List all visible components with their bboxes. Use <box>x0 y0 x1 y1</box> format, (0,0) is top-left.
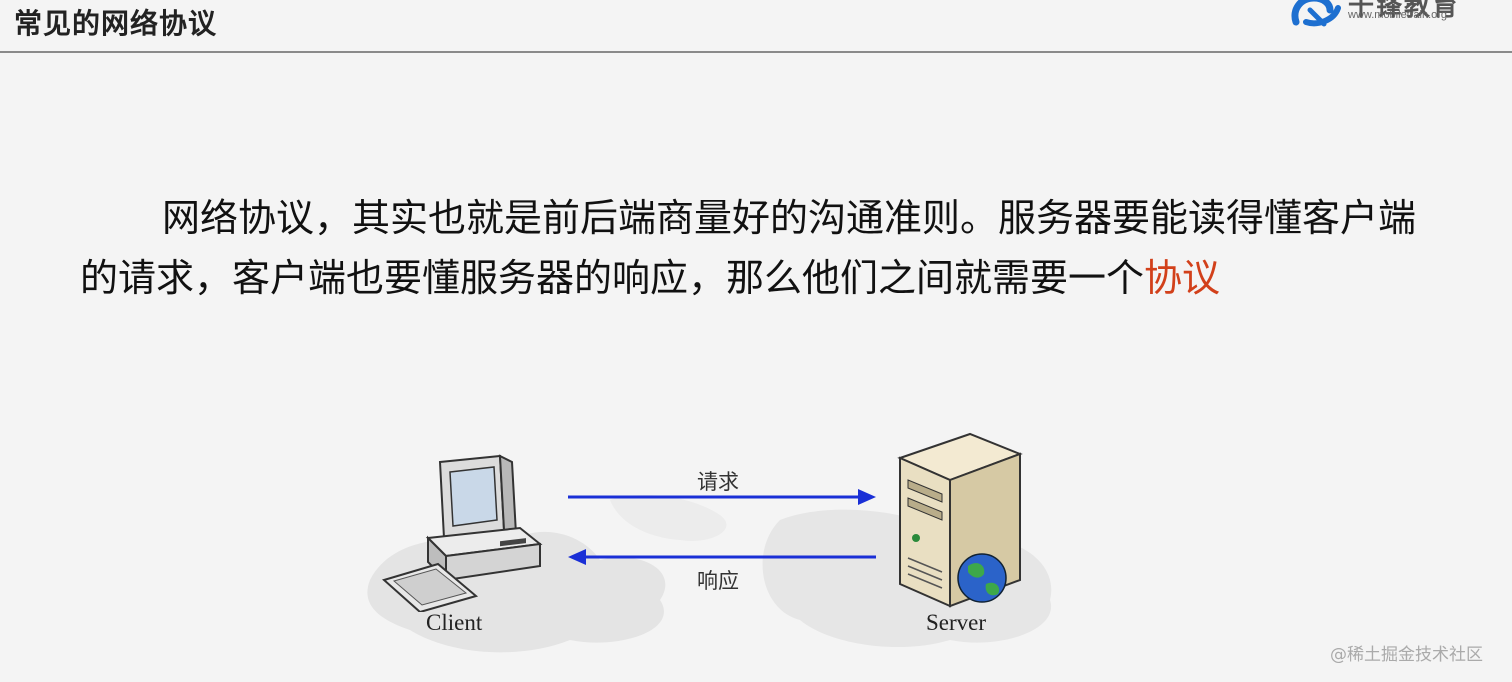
body-paragraph: 网络协议，其实也就是前后端商量好的沟通准则。服务器要能读得懂客户端的请求，客户端… <box>80 188 1440 308</box>
response-arrow <box>568 549 876 565</box>
desktop-computer-icon <box>381 454 543 612</box>
response-label: 响应 <box>697 569 739 593</box>
logo-url: www.mobiletrain.org <box>1348 9 1448 21</box>
request-label: 请求 <box>697 470 739 494</box>
paragraph-main-text: 网络协议，其实也就是前后端商量好的沟通准则。服务器要能读得懂客户端的请求，客户端… <box>80 196 1417 300</box>
brand-logo-icon <box>1291 0 1341 27</box>
server-label: Server <box>926 610 987 635</box>
request-arrow <box>568 489 876 505</box>
brand-logo: 千锋教育 www.mobiletrain.org <box>1290 0 1470 28</box>
client-label: Client <box>426 610 483 635</box>
highlight-term: 协议 <box>1144 256 1221 300</box>
slide-title: 常见的网络协议 <box>14 7 218 40</box>
server-tower-icon <box>897 432 1023 608</box>
watermark: @稀土掘金技术社区 <box>1330 645 1483 665</box>
logo-text: 千锋教育 <box>1348 0 1461 22</box>
title-divider <box>0 51 1512 53</box>
client-server-diagram: 请求 响应 Client Server <box>360 420 1080 660</box>
